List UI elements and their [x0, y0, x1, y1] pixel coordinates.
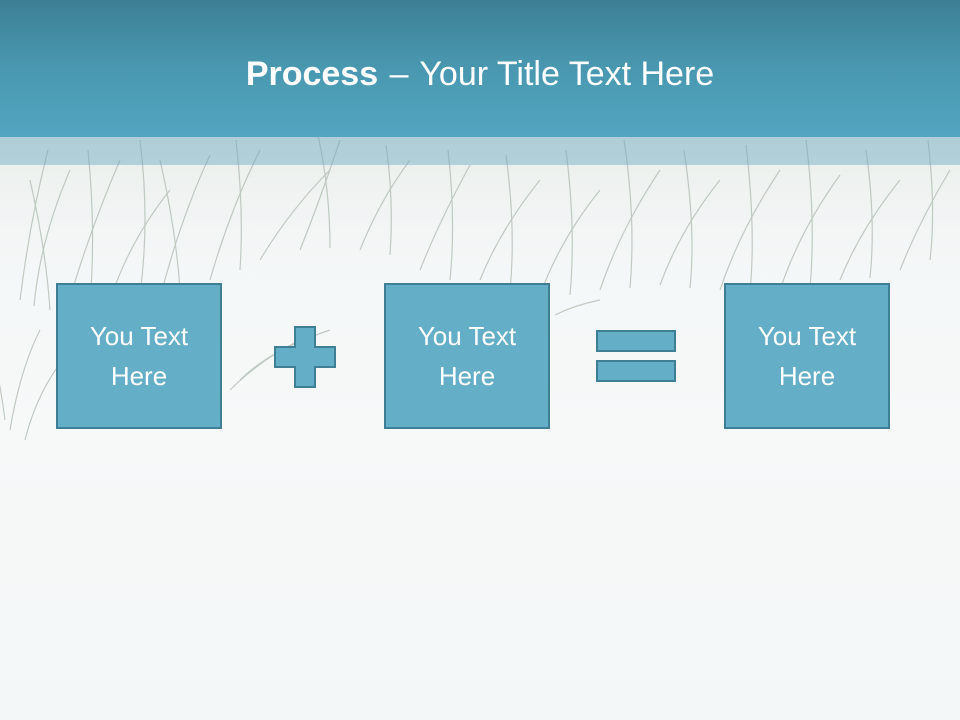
- plus-icon: [274, 326, 336, 388]
- title-keyword: Process: [245, 55, 379, 93]
- process-box-text: You Text Here: [757, 321, 857, 391]
- process-box-2[interactable]: You Text Here: [384, 283, 550, 429]
- equals-icon: [596, 330, 676, 382]
- title-bar-band: [0, 137, 960, 165]
- title-separator: –: [389, 55, 409, 93]
- process-box-3[interactable]: You Text Here: [724, 283, 890, 429]
- title-bar: [0, 0, 960, 137]
- beach-grass-background: [0, 130, 960, 441]
- title-text: Your Title Text Here: [419, 55, 715, 93]
- process-box-1[interactable]: You Text Here: [56, 283, 222, 429]
- slide-title[interactable]: Process – Your Title Text Here: [0, 52, 960, 96]
- process-box-text: You Text Here: [89, 321, 189, 391]
- process-box-text: You Text Here: [417, 321, 517, 391]
